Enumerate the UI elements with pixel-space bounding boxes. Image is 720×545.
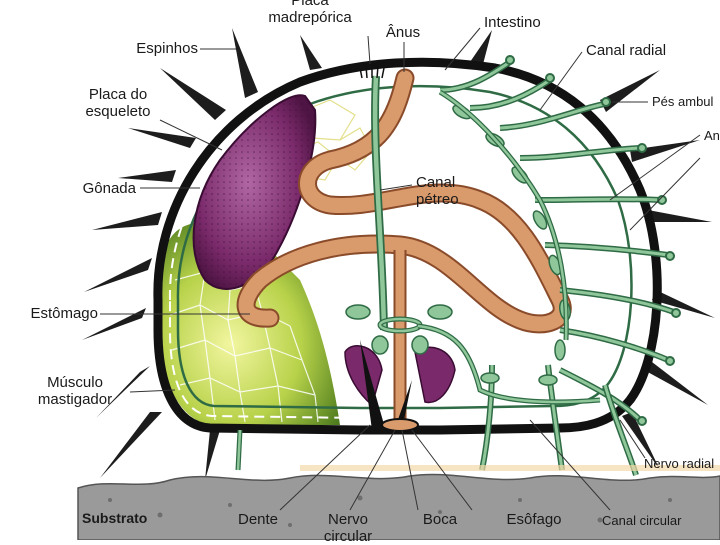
label-line: Placa xyxy=(291,0,329,9)
spine xyxy=(82,308,146,340)
label-intestino: Intestino xyxy=(484,14,541,31)
label-boca: Boca xyxy=(422,511,458,528)
label-esofago: Esôfago xyxy=(506,511,562,528)
spine xyxy=(646,210,712,222)
sediment-line xyxy=(300,465,720,471)
spine xyxy=(160,68,226,120)
polian-vesicles xyxy=(345,304,453,355)
spine xyxy=(622,412,660,470)
stone-canal xyxy=(372,75,387,331)
label-placa-esqueleto: Placa do esqueleto xyxy=(66,86,170,120)
spine xyxy=(92,212,162,230)
spine xyxy=(644,362,708,405)
substrate xyxy=(77,473,720,540)
label-canal-radial: Canal radial xyxy=(586,42,667,59)
radial-canal xyxy=(439,90,568,341)
label-musculo-mastigador: Músculo mastigador xyxy=(20,374,130,408)
label-line: pétreo xyxy=(416,191,459,208)
spine xyxy=(96,366,150,418)
label-espinhos: Espinhos xyxy=(136,40,198,57)
label-canal-petreo: Canal pétreo xyxy=(416,174,459,208)
substrate-texture xyxy=(108,495,672,527)
gonad-texture xyxy=(193,95,316,289)
lower-tube-feet xyxy=(235,429,243,471)
label-estomago: Estômago xyxy=(30,305,98,322)
label-line: madrepórica xyxy=(268,9,352,26)
label-pes-ambulacrais: Pés ambul xyxy=(652,94,714,109)
label-substrato: Substrato xyxy=(82,510,148,526)
spine xyxy=(128,128,196,148)
spine xyxy=(205,430,220,480)
label-an-cut: An xyxy=(704,128,720,143)
label-placa-madreporica: Placa madrepórica xyxy=(250,0,370,26)
madreporite xyxy=(359,65,385,79)
label-gonada: Gônada xyxy=(82,180,136,197)
spine xyxy=(232,28,258,98)
intestine xyxy=(238,70,570,332)
spine xyxy=(84,258,152,292)
leader-lines xyxy=(100,27,701,511)
radial-canal-lower xyxy=(417,324,601,404)
spine xyxy=(630,140,700,162)
label-line: esqueleto xyxy=(85,103,151,120)
spine xyxy=(652,290,715,318)
label-line: Canal xyxy=(416,174,456,191)
label-line: circular xyxy=(323,528,373,545)
tooth xyxy=(395,380,412,430)
label-line: mastigador xyxy=(37,391,113,408)
label-line: Músculo xyxy=(47,374,103,391)
label-line: Placa do xyxy=(88,86,148,103)
spine xyxy=(100,412,162,478)
label-nervo-radial: Nervo radial xyxy=(644,456,715,471)
mouth xyxy=(381,418,419,432)
label-line: Nervo xyxy=(327,511,368,528)
spine xyxy=(118,170,176,182)
lantern-muscle-right xyxy=(414,346,456,404)
spine xyxy=(470,30,492,68)
label-canal-circular: Canal circular xyxy=(602,513,682,528)
label-dente: Dente xyxy=(237,511,279,528)
spine xyxy=(300,35,322,70)
tooth xyxy=(360,340,385,430)
label-anus: Ânus xyxy=(385,24,421,41)
